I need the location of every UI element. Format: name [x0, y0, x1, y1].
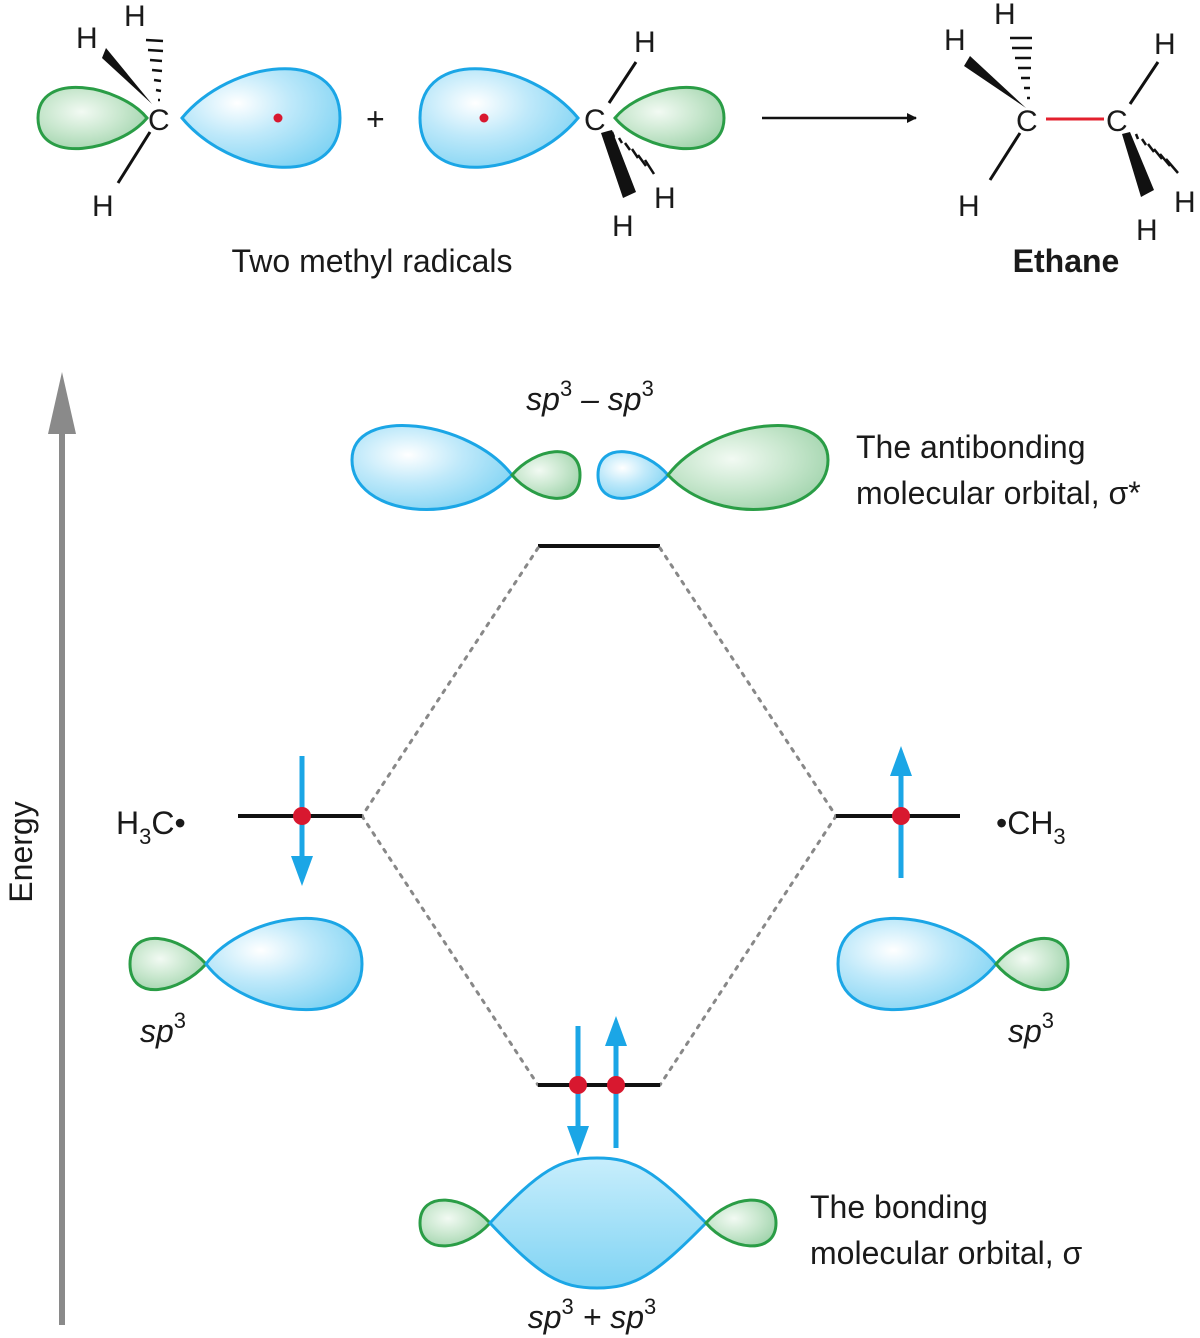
hydrogen-label: H [124, 0, 146, 33]
methyl-left-large-lobe [180, 67, 342, 169]
methyl-radical-right: C H H H [418, 26, 726, 243]
wedge-bond [1122, 132, 1154, 197]
single-bond [607, 61, 638, 104]
methyl-left-small-lobe [36, 85, 149, 151]
unpaired-electron-dot [273, 113, 283, 123]
hashed-bond [1010, 36, 1032, 100]
left-sp3-orbital [128, 917, 364, 1011]
energy-axis [48, 372, 76, 1325]
hydrogen-label: H [1174, 186, 1196, 219]
energy-axis-label: Energy [3, 801, 39, 902]
single-bond [1128, 61, 1160, 105]
methyl-right-large-lobe [418, 67, 580, 169]
antibonding-title: The antibonding [856, 429, 1086, 465]
bonding-orbital [418, 1156, 778, 1290]
hashed-bond [1134, 133, 1179, 174]
left-orbital-label: sp3 [140, 1008, 186, 1049]
carbon-label: C [1016, 105, 1038, 138]
hydrogen-label: H [944, 24, 966, 57]
carbon-label: C [148, 104, 170, 137]
methyl-radical-left: C H H H [36, 0, 342, 223]
hydrogen-label: H [1136, 214, 1158, 247]
right-radical-label: •CH3 [996, 805, 1066, 849]
wedge-bond [601, 130, 636, 198]
electron-dot [892, 807, 910, 825]
antibonding-subtitle: molecular orbital, σ* [856, 475, 1141, 511]
hydrogen-label: H [612, 210, 634, 243]
methyl-right-small-lobe [613, 85, 726, 151]
single-bond [988, 132, 1022, 181]
correlation-lines [360, 546, 838, 1087]
hydrogen-label: H [92, 190, 114, 223]
antibonding-combination-label: sp3 – sp3 [526, 376, 654, 417]
electron-dot [607, 1076, 625, 1094]
hydrogen-label: H [1154, 28, 1176, 61]
bonding-title: The bonding [810, 1189, 988, 1225]
single-bond [116, 131, 152, 184]
hydrogen-label: H [76, 22, 98, 55]
carbon-label: C [584, 104, 606, 137]
right-sp3-orbital [836, 917, 1070, 1011]
carbon-label: C [1106, 105, 1128, 138]
hashed-bond [610, 131, 656, 175]
electron-dot [569, 1076, 587, 1094]
hydrogen-label: H [634, 26, 656, 59]
electron-dot [293, 807, 311, 825]
wedge-bond [102, 48, 152, 104]
right-orbital-label: sp3 [1008, 1008, 1054, 1049]
spin-up-arrow [605, 1016, 627, 1148]
bonding-subtitle: molecular orbital, σ [810, 1235, 1083, 1271]
bonding-combination-label: sp3 + sp3 [528, 1294, 657, 1335]
hydrogen-label: H [994, 0, 1016, 31]
hydrogen-label: H [958, 190, 980, 223]
unpaired-electron-dot [479, 113, 489, 123]
plus-sign: + [366, 101, 385, 137]
left-radical-label: H3C• [116, 805, 186, 849]
antibonding-orbital [350, 423, 830, 512]
wedge-bond [964, 56, 1026, 108]
reactants-caption: Two methyl radicals [232, 243, 513, 279]
hydrogen-label: H [654, 182, 676, 215]
hashed-bond [145, 38, 164, 102]
ethane-structure: C C H H H H H H [944, 0, 1196, 247]
product-caption: Ethane [1013, 243, 1120, 279]
